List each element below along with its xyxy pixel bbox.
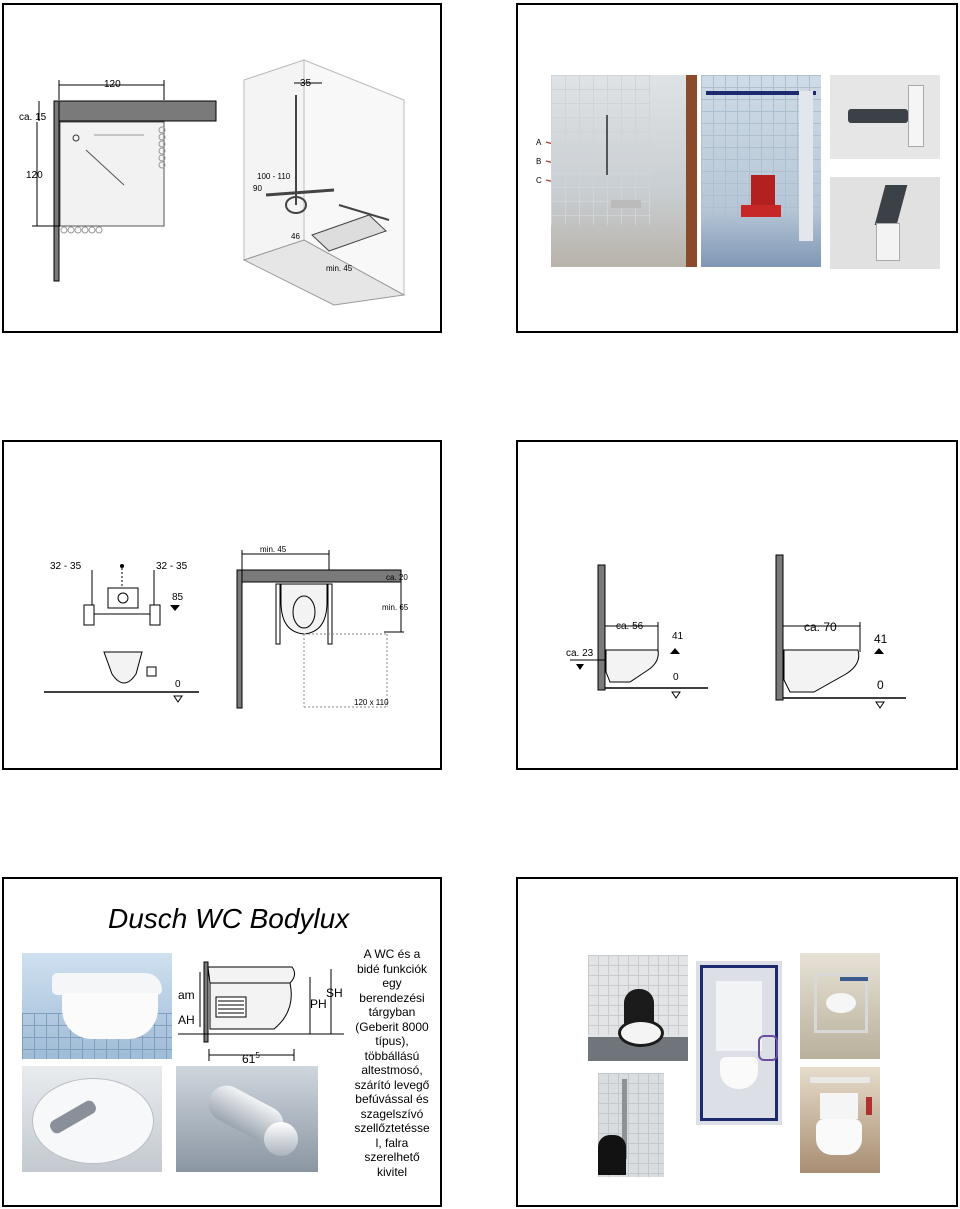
- shower-plan-drawing: [32, 59, 406, 306]
- photo-wc-armrests: [800, 1067, 880, 1173]
- slide-wc-photos: [516, 877, 958, 1207]
- dim-90: 90: [253, 184, 262, 193]
- dim-min45: min. 45: [260, 545, 287, 554]
- width-61-superscript: 5: [255, 1051, 260, 1060]
- dim-100-110: 100 - 110: [257, 172, 291, 181]
- desc-line: l, falra: [375, 1135, 409, 1150]
- dim-width-120: 120: [104, 79, 121, 90]
- wall-top: [53, 100, 217, 122]
- dim-zero-left: 0: [673, 672, 679, 683]
- desc-line: szerelhető: [364, 1150, 420, 1164]
- slide-title: Dusch WC Bodylux: [108, 903, 350, 934]
- seat-rings: [60, 126, 166, 234]
- photo-folding-seat-open: [830, 75, 940, 159]
- dim-41-right: 41: [874, 632, 888, 646]
- dim-right-32-35: 32 - 35: [156, 561, 188, 572]
- label-am: am: [178, 988, 195, 1002]
- desc-line: egy: [382, 976, 402, 990]
- width-61-value: 61: [242, 1052, 256, 1066]
- dim-area-120x110: 120 x 110: [354, 698, 389, 707]
- dim-zero: 0: [175, 679, 181, 690]
- wall-left: [53, 100, 60, 282]
- photo-nozzle-closeup: [176, 1066, 318, 1172]
- wc-front-and-plan: [44, 550, 404, 709]
- dim-ca20: ca. 20: [386, 573, 408, 582]
- photo-shower-seat-red: [701, 75, 821, 267]
- dim-min45: min. 45: [326, 264, 353, 273]
- slide-shower-photos: A B C: [516, 3, 958, 333]
- photo-wc-blue-frame: [696, 961, 782, 1125]
- photo-wc-rail: [598, 1073, 664, 1177]
- marker-c: C: [536, 176, 542, 185]
- photo-bidet-nozzle: [22, 1066, 162, 1172]
- dim-46: 46: [291, 232, 300, 241]
- dim-ca15: ca. 15: [19, 112, 47, 123]
- slide-shower-plan: 120 ca. 15 120 35 100 - 110 90 46 min. 4…: [2, 3, 442, 333]
- dim-min65: min. 65: [382, 603, 409, 612]
- desc-line: bidé funkciók: [356, 961, 428, 976]
- marker-a: A: [536, 138, 542, 147]
- desc-line: többállású: [364, 1048, 420, 1063]
- slide-dusch-wc: Dusch WC Bodylux am AH PH SH 615 A WC: [2, 877, 442, 1207]
- floor: [242, 239, 406, 306]
- grab-bar: [265, 188, 335, 197]
- photo-shower-room: [551, 75, 697, 267]
- photo-bodylux-wc: [22, 953, 172, 1059]
- desc-line: típus),: [375, 1034, 409, 1048]
- label-ph: PH: [310, 997, 327, 1011]
- dim-ca56: ca. 56: [616, 621, 644, 632]
- dim-85: 85: [172, 592, 184, 603]
- desc-line: szellőztetésse: [354, 1121, 430, 1135]
- dim-height-120: 120: [26, 170, 43, 181]
- desc-line: befúvással és: [355, 1092, 429, 1106]
- label-sh: SH: [326, 986, 343, 1000]
- dim-zero-right: 0: [877, 678, 884, 692]
- dim-ca23: ca. 23: [566, 648, 594, 659]
- desc-line: (Geberit 8000: [355, 1019, 429, 1034]
- description-block: A WC és a bidé funkciók egy berendezési …: [340, 947, 444, 1179]
- desc-line: A WC és a: [363, 947, 421, 961]
- desc-line: tárgyban: [368, 1005, 416, 1019]
- desc-line: kivitel: [376, 1164, 407, 1179]
- dim-41-left: 41: [672, 631, 684, 642]
- marker-b: B: [536, 157, 542, 166]
- photo-folding-seat-closed: [830, 177, 940, 269]
- label-width-61: 615: [242, 1051, 260, 1066]
- wc-side-elevations: [570, 554, 906, 709]
- dim-left-32-35: 32 - 35: [50, 561, 82, 572]
- desc-line: berendezési: [359, 990, 425, 1005]
- slide-wc-heights: ca. 56 41 ca. 23 0 ca. 70 41 0: [516, 440, 958, 770]
- desc-line: szárító levegő: [354, 1077, 430, 1092]
- slide-wc-layout: 32 - 35 32 - 35 85 0 min. 45 ca. 20 min.…: [2, 440, 442, 770]
- dim-ca70: ca. 70: [804, 620, 837, 634]
- folding-seat: [311, 214, 387, 252]
- photo-wc-grab-bars: [588, 955, 688, 1061]
- desc-line: szagelszívó: [360, 1106, 424, 1121]
- dim-35: 35: [300, 78, 312, 89]
- desc-line: altestmosó,: [361, 1063, 423, 1077]
- photo-wc-frame-seat: [800, 953, 880, 1059]
- bodylux-dimension-drawing: [178, 961, 344, 1061]
- label-ah: AH: [178, 1013, 195, 1027]
